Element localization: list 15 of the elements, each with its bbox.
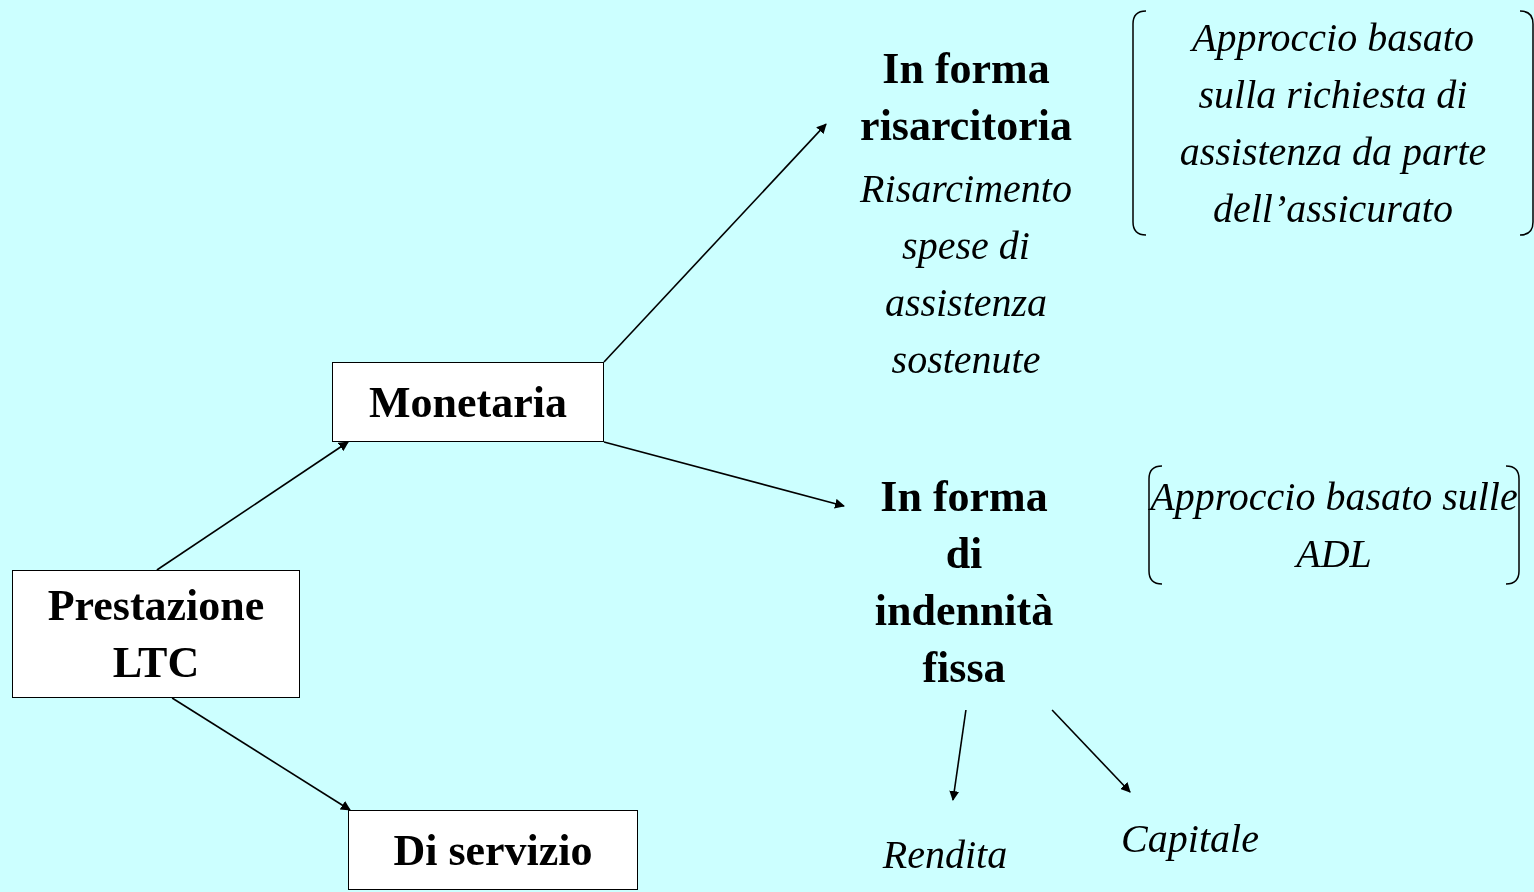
- option-text: Capitale: [1092, 792, 1288, 882]
- arrow: [603, 123, 827, 363]
- arrow: [949, 709, 967, 801]
- category-text: In forma risarcitoria Risarcimento spese di assistenza sostenute: [826, 40, 1106, 395]
- process-box: Prestazione LTC: [12, 570, 300, 698]
- bracketed-note: Approccio basato sulle ADL: [1148, 465, 1520, 585]
- arrow: [603, 441, 845, 509]
- arrow: [156, 441, 349, 571]
- arrow: [171, 697, 351, 811]
- process-box: Di servizio: [348, 810, 638, 890]
- bracketed-note: Approccio basato sulla richiesta di assistenza da parte dell’assicurato: [1132, 10, 1534, 236]
- process-box: Monetaria: [332, 362, 604, 442]
- category-text: In forma di indennità fissa: [844, 468, 1084, 710]
- option-text: Rendita: [860, 800, 1030, 890]
- arrow: [1051, 709, 1131, 793]
